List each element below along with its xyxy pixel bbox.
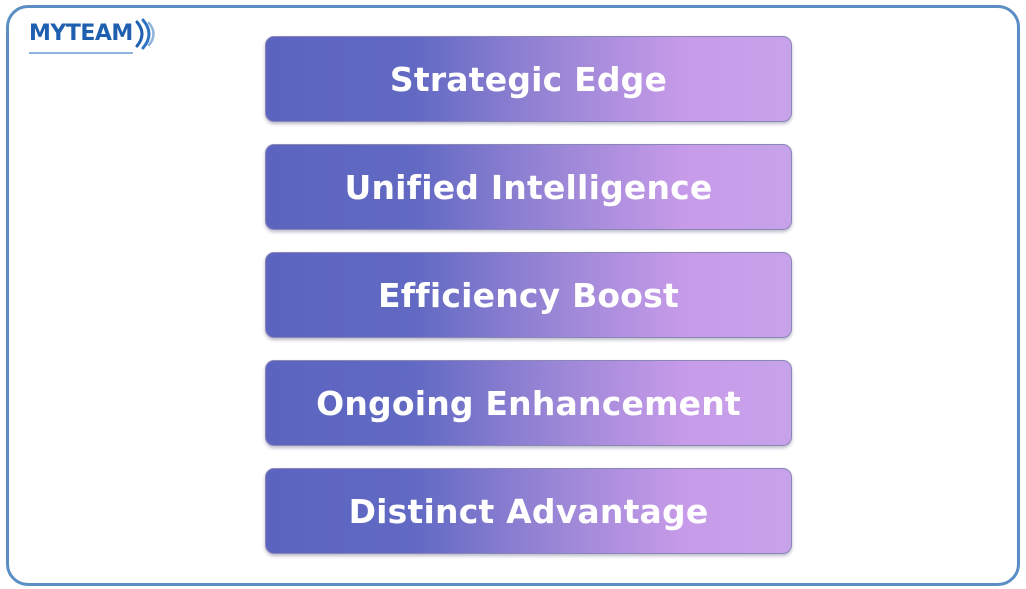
item-box-distinct-advantage: Distinct Advantage: [265, 468, 792, 554]
item-label: Strategic Edge: [389, 59, 668, 99]
item-label: Unified Intelligence: [344, 167, 713, 207]
item-box-efficiency-boost: Efficiency Boost: [265, 252, 792, 338]
item-box-unified-intelligence: Unified Intelligence: [265, 144, 792, 230]
item-box-strategic-edge: Strategic Edge: [265, 36, 792, 122]
item-label: Ongoing Enhancement: [316, 383, 741, 423]
myteam-logo: MYTEAM: [29, 16, 158, 56]
item-label: Efficiency Boost: [378, 275, 679, 315]
item-box-ongoing-enhancement: Ongoing Enhancement: [265, 360, 792, 446]
logo-text: MYTEAM: [29, 16, 133, 54]
signal-waves-icon: [135, 18, 155, 50]
item-stack: Strategic Edge Unified Intelligence Effi…: [265, 36, 792, 554]
item-label: Distinct Advantage: [348, 491, 709, 531]
